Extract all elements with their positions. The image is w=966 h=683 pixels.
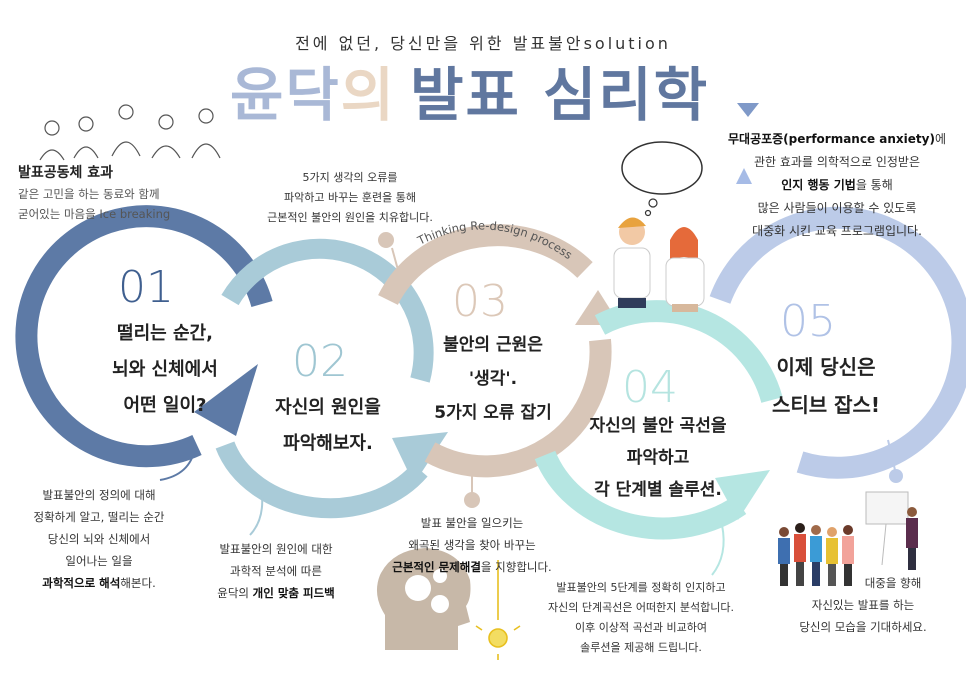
top-note-line-3: 근본적인 불안의 원인을 치유합니다. [267,211,433,224]
right-note-line-4: 많은 사람들이 이용할 수 있도록 [757,201,917,215]
note-01-line-2: 정확하게 알고, 떨리는 순간 [33,510,165,524]
step-03-top-stem [391,247,399,271]
intro-line-2: 굳어있는 마음을 Ice breaking [18,207,171,221]
thought-bubble [621,141,703,195]
step-02-number: 02 [292,336,348,387]
step-03-top-dot [378,232,394,248]
note-02: 발표불안의 원인에 대한 과학적 분석에 따른 윤닥의 개인 맞춤 피드백 [196,538,356,604]
step-04-line-3: 각 단계별 솔루션. [594,480,722,500]
right-note-line-5: 대중화 시킨 교육 프로그램입니다. [752,224,922,238]
step-03-line-2: '생각'. [468,369,518,389]
step-03-line-1: 불안의 근원은 [443,335,543,355]
title-triangle-icon [737,103,759,117]
note-05-line-1: 대중을 향해 [864,576,922,590]
note-02-line-1: 발표불안의 원인에 대한 [219,542,333,556]
step-04-lower-arc [534,450,747,540]
note-04-line-4: 솔루션을 제공해 드립니다. [580,641,702,654]
intro-block: 발표공동체 효과 같은 고민을 하는 동료와 함께 굳어있는 마음을 Ice b… [18,162,170,224]
note-01-line-5-rest: 해본다. [120,576,156,590]
step-04-line-1: 자신의 불안 곡선을 [589,416,727,436]
brain-head-illustration [376,548,471,650]
right-note-line-1-bold: 무대공포증(performance anxiety) [727,132,935,146]
right-note-line-1-rest: 에 [934,132,946,146]
title-part-1: 윤닥 [230,61,341,129]
top-note-line-2: 파악하고 바꾸는 훈련을 통해 [284,191,416,204]
step-01-number: 01 [118,262,174,313]
thinking-people-illustration [613,217,705,312]
note-02-line-3-pre: 윤닥의 [217,586,253,600]
step-05-stem [887,439,896,471]
step-01-tail [159,447,196,481]
note-05: 대중을 향해 자신있는 발표를 하는 당신의 모습을 기대하세요. [768,572,958,638]
intro-line-1: 같은 고민을 하는 동료와 함께 [18,187,160,201]
step-03-lower-arc [424,338,612,478]
step-01-arc [15,205,273,468]
step-04-tail [711,524,725,576]
note-03: 발표 불안을 일으키는 왜곡된 생각을 찾아 바꾸는 근본적인 문제해결을 지향… [372,512,572,578]
step-03-arc [378,224,593,306]
step-01-arrowhead [194,364,258,436]
note-01-line-4: 일어나는 일을 [65,554,133,568]
right-note-line-2: 관한 효과를 의학적으로 인정받은 [753,155,920,169]
right-note-line-3-rest: 을 통해 [855,178,893,192]
step-01-line-1: 떨리는 순간, [117,323,213,344]
team-presentation-illustration [778,491,918,586]
step-02-lower-arc [215,441,428,519]
step-02-text: 자신의 원인을 파악해보자. [248,390,408,462]
step-03-number: 03 [452,276,508,327]
note-01-line-1: 발표불안의 정의에 대해 [42,488,156,502]
title-part-3: 발표 심리학 [410,61,710,129]
step-05-dot [889,469,903,483]
step-01-text: 떨리는 순간, 뇌와 신체에서 어떤 일이? [70,316,260,424]
step-02-line-1: 자신의 원인을 [275,397,381,418]
note-01: 발표불안의 정의에 대해 정확하게 알고, 떨리는 순간 당신의 뇌와 신체에서… [10,484,188,594]
step-05-line-2: 스티브 잡스! [771,393,881,417]
note-03-line-2: 왜곡된 생각을 찾아 바꾸는 [408,538,536,552]
step-04-number: 04 [622,362,678,413]
note-04-line-1: 발표불안의 5단계를 정확히 인지하고 [556,581,726,594]
step-04-line-2: 파악하고 [626,448,690,468]
note-02-line-3-bold: 개인 맞춤 피드백 [252,586,335,600]
step-04-arc [594,300,783,404]
note-05-line-3: 당신의 모습을 기대하세요. [799,620,927,634]
right-note: 무대공포증(performance anxiety)에 관한 효과를 의학적으로… [712,128,962,243]
page-subtitle: 전에 없던, 당신만을 위한 발표불안solution [295,34,671,53]
note-03-line-3-bold: 근본적인 문제해결 [392,560,481,574]
note-04-line-2: 자신의 단계곡선은 어떠한지 분석합니다. [547,601,735,614]
note-04: 발표불안의 5단계를 정확히 인지하고 자신의 단계곡선은 어떠한지 분석합니다… [528,578,754,658]
thought-dot-2 [644,209,652,217]
step-05-arc [709,206,966,479]
note-01-line-5-bold: 과학적으로 해석 [42,576,121,590]
note-05-line-2: 자신있는 발표를 하는 [811,598,915,612]
intro-heading: 발표공동체 효과 [18,165,114,181]
top-note-line-1: 5가지 생각의 오류를 [302,171,398,184]
step-03-bottom-dot [464,492,480,508]
step-03-text: 불안의 근원은 '생각'. 5가지 오류 잡기 [408,328,578,430]
step-05-line-1: 이제 당신은 [776,355,876,379]
step-02-tail [249,494,264,536]
step-04-text: 자신의 불안 곡선을 파악하고 각 단계별 솔루션. [568,410,748,506]
right-note-line-3-bold: 인지 행동 기법 [781,178,856,192]
note-04-line-3: 이후 이상적 곡선과 비교하여 [575,621,707,634]
step-01-line-3: 어떤 일이? [123,395,207,416]
title-part-2: 의 [340,61,397,129]
step-01-line-2: 뇌와 신체에서 [112,359,218,380]
step-04-arrowhead [715,470,770,520]
step-05-number: 05 [780,296,836,347]
note-01-line-3: 당신의 뇌와 신체에서 [47,532,151,546]
note-02-line-2: 과학적 분석에 따른 [230,564,322,578]
sketch-people-illustration [39,104,221,161]
step-02-line-2: 파악해보자. [283,433,373,454]
top-note: 5가지 생각의 오류를 파악하고 바꾸는 훈련을 통해 근본적인 불안의 원인을… [230,168,470,228]
step-03-line-3: 5가지 오류 잡기 [434,403,552,423]
step-02-arc [221,238,434,383]
light-bulb-icon [475,560,521,660]
note-03-line-1: 발표 불안을 일으키는 [420,516,524,530]
step-05-text: 이제 당신은 스티브 잡스! [746,348,906,424]
note-03-line-3-rest: 을 지향합니다. [480,560,552,574]
triangle-marker [736,168,752,184]
thought-dot-1 [648,198,658,208]
